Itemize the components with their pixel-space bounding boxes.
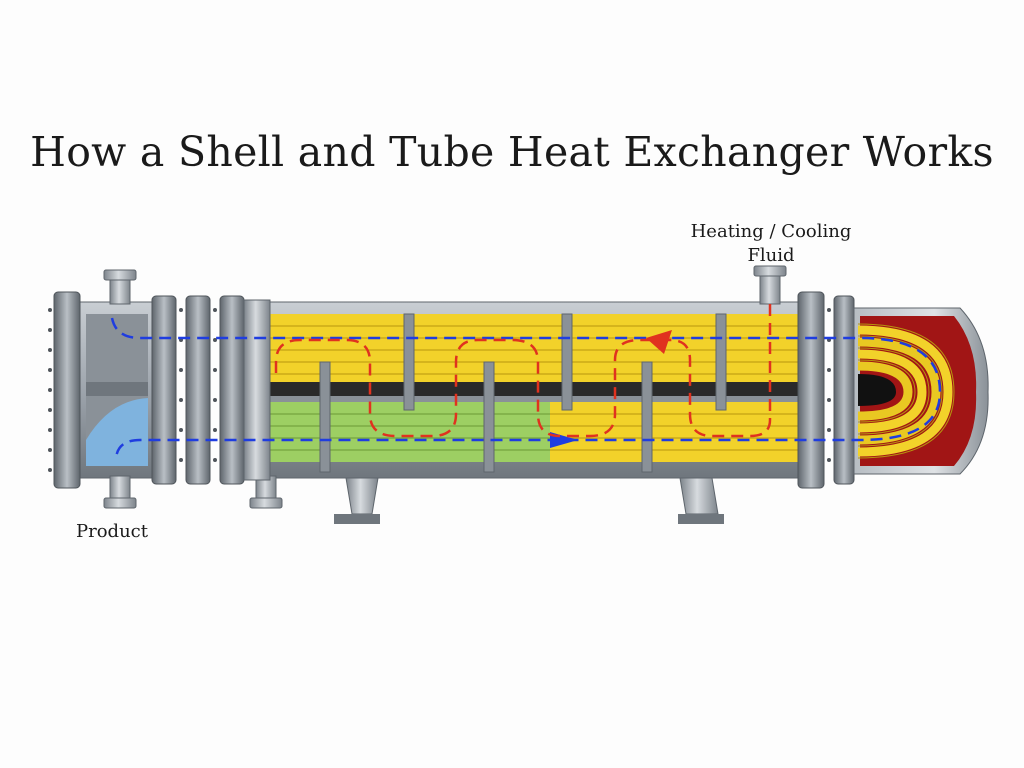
page-title: How a Shell and Tube Heat Exchanger Work… [30, 128, 994, 176]
fluid-flow-path [274, 304, 772, 438]
fluid-inlet-nozzle [753, 265, 787, 305]
product-label: Product [76, 521, 148, 542]
support-saddle-left [334, 477, 380, 524]
heating-cooling-fluid-label: Heating / Cooling Fluid [676, 220, 866, 268]
inlet-channel-head [79, 269, 153, 509]
fluid-flow-arrow-icon [646, 330, 672, 354]
fluid-outlet-nozzle [249, 475, 283, 509]
fluid-label-line-1: Heating / Cooling [690, 221, 852, 242]
fluid-label-line-2: Fluid [747, 245, 795, 266]
return-head [853, 307, 989, 475]
support-saddle-right [678, 477, 724, 524]
flange-set [48, 291, 855, 489]
